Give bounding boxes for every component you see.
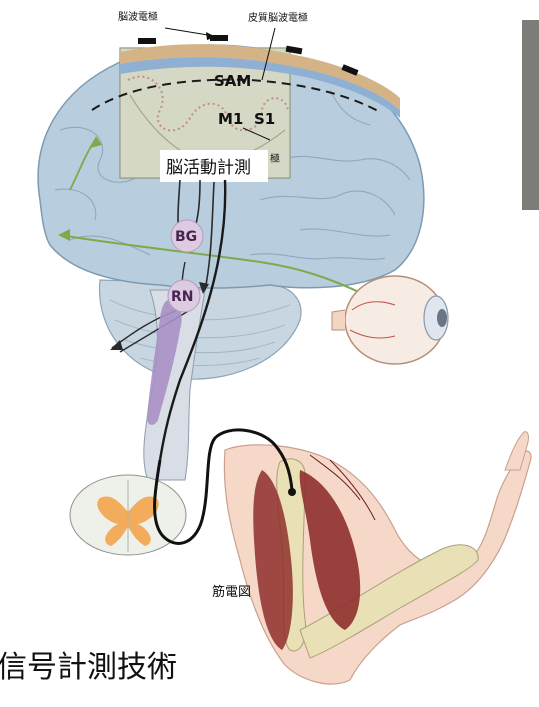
photo-fragment	[522, 20, 539, 210]
label-box-suffix: 極	[270, 152, 280, 165]
label-eeg-electrode: 脳波電極	[118, 10, 158, 23]
label-sam: SAM	[214, 72, 251, 90]
red-nucleus: RN	[168, 280, 200, 312]
label-bg: BG	[175, 229, 197, 245]
eye	[332, 276, 448, 364]
spinal-cord-section	[70, 475, 186, 555]
label-m1: M1	[218, 110, 243, 128]
arm	[224, 432, 531, 684]
label-cortical-electrode: 皮質脳波電極	[248, 11, 308, 24]
label-rn: RN	[171, 289, 194, 305]
label-s1: S1	[254, 110, 275, 128]
label-emg: 筋電図	[212, 584, 251, 600]
basal-ganglia-nucleus: BG	[171, 220, 203, 252]
emg-electrode	[288, 488, 296, 496]
label-brain-measure: 脳活動計測	[166, 158, 251, 178]
caption: 信号計測技術	[0, 650, 177, 685]
